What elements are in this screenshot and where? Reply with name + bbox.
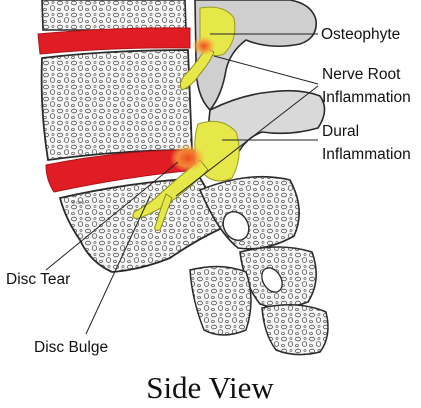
osteophyte-inflammation (192, 36, 216, 56)
sacral-segment-1 (200, 177, 299, 249)
label-disc-bulge: Disc Bulge (34, 339, 108, 356)
label-nerve-root-2: Inflammation (322, 89, 411, 106)
label-disc-tear: Disc Tear (6, 271, 70, 288)
label-dural-2: Inflammation (322, 146, 411, 163)
middle-vertebra-body (42, 50, 192, 160)
label-dural-1: Dural (322, 123, 359, 140)
label-osteophyte: Osteophyte (321, 26, 400, 43)
sacral-segment-lower-left (190, 266, 251, 335)
leader-nerve-root-a (214, 56, 318, 84)
sacral-segment-3 (262, 305, 328, 355)
copyright-mark: © OEA (72, 200, 85, 205)
label-nerve-root-1: Nerve Root (322, 66, 401, 83)
disc-tear-inflammation (170, 144, 206, 172)
caption: Side View (146, 370, 274, 405)
upper-vertebra-body (42, 0, 186, 30)
